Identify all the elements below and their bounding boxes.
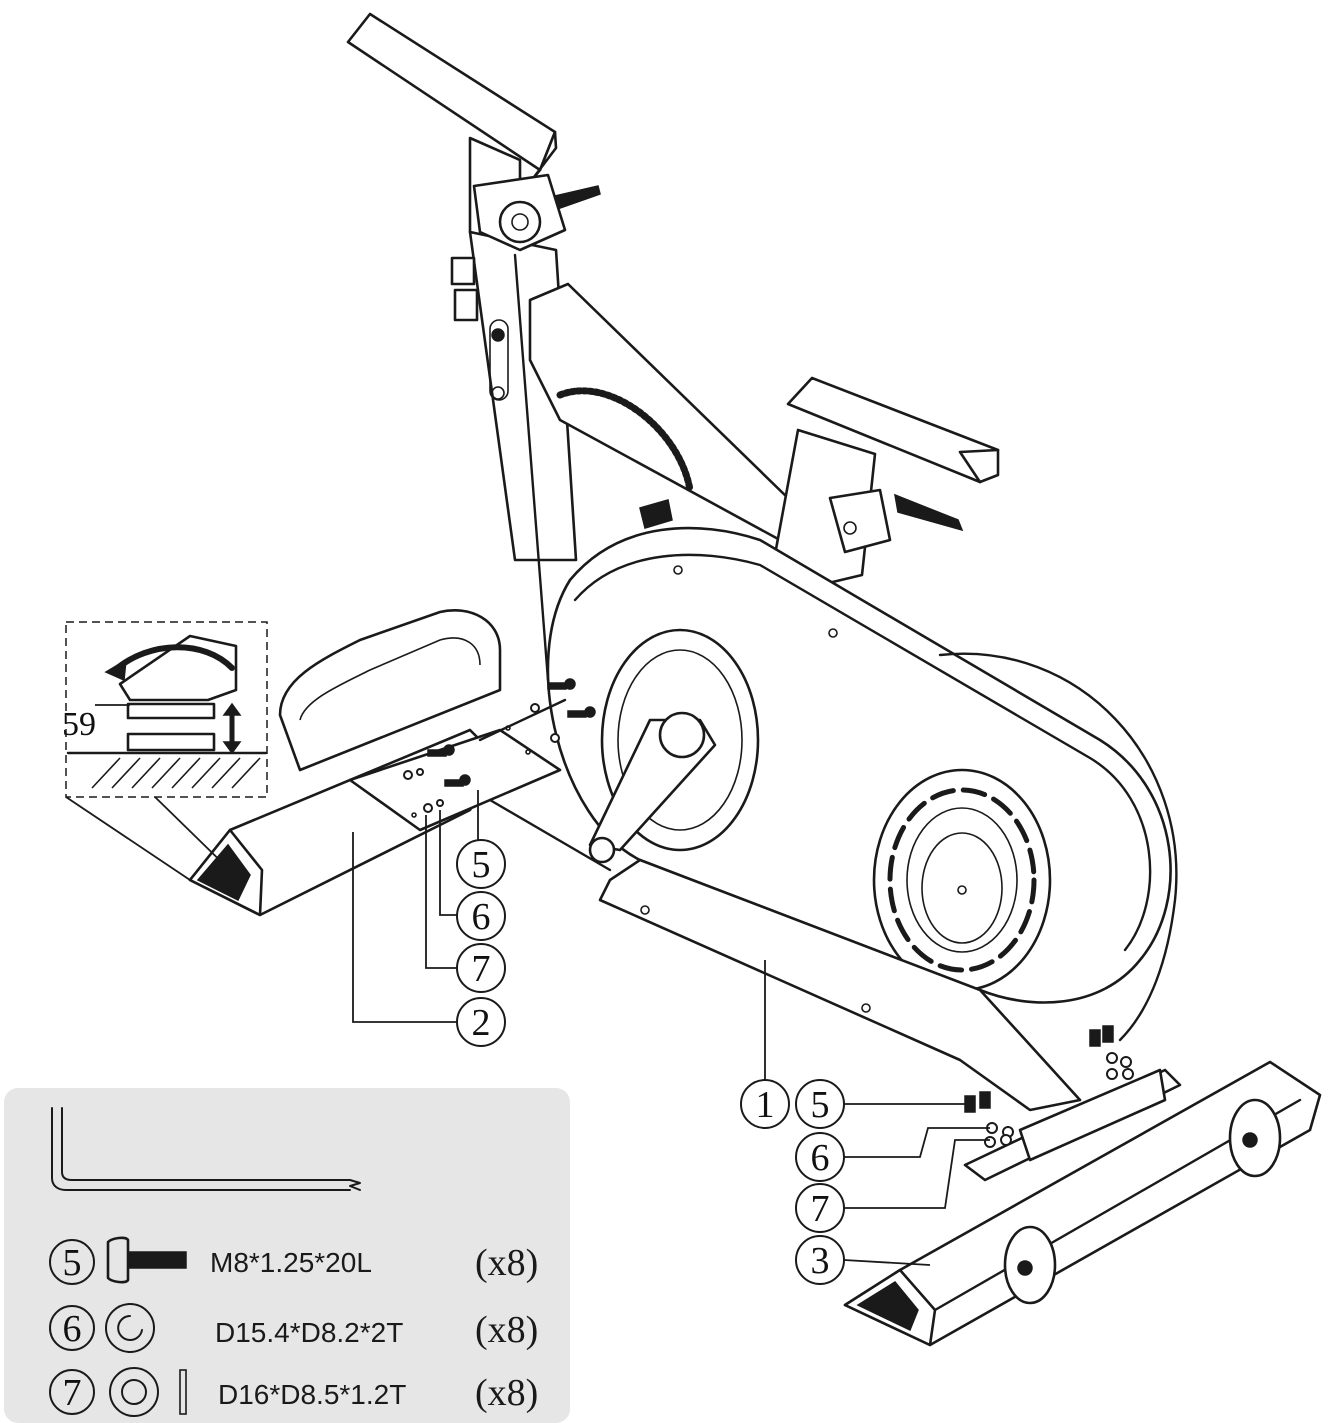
callout-rear-stabilizer: 2 <box>472 1002 491 1044</box>
bolt-icon <box>106 1236 187 1284</box>
hardware-panel: 5 M8*1.25*20L (x8) 6 D15.4*D8.2*2T (x8) … <box>4 1088 570 1423</box>
callouts-front: 1 5 6 7 3 <box>740 960 990 1285</box>
rear-fasteners <box>403 678 596 818</box>
callout-flat-washer-front: 7 <box>811 1188 830 1230</box>
handlebar-assembly <box>346 12 601 682</box>
callout-frame: 1 <box>756 1084 775 1126</box>
main-frame <box>546 526 1178 1112</box>
ground-hatching <box>91 757 261 789</box>
hardware-6-num: 6 <box>63 1308 82 1350</box>
hardware-5-qty: (x8) <box>475 1242 538 1284</box>
hardware-7-num: 7 <box>63 1372 82 1414</box>
flat-washer-icon <box>109 1367 187 1417</box>
callout-bolt-rear: 5 <box>472 844 491 886</box>
hardware-7-spec: D16*D8.5*1.2T <box>218 1379 406 1410</box>
callout-spring-washer-front: 6 <box>811 1137 830 1179</box>
seat-assembly <box>772 376 1000 587</box>
spring-washer-icon <box>105 1303 155 1353</box>
front-stabilizer <box>843 1060 1322 1347</box>
leveler-inset: 59 <box>62 621 268 881</box>
callout-front-stabilizer: 3 <box>811 1240 830 1282</box>
callout-flat-washer-rear: 7 <box>472 948 491 990</box>
callout-spring-washer-rear: 6 <box>472 896 491 938</box>
hardware-5-num: 5 <box>63 1242 82 1284</box>
callout-leveler: 59 <box>62 706 96 743</box>
allen-key-icon <box>51 1107 361 1191</box>
callout-bolt-front: 5 <box>811 1084 830 1126</box>
hardware-6-qty: (x8) <box>475 1309 538 1351</box>
hardware-7-qty: (x8) <box>475 1372 538 1414</box>
hardware-6-spec: D15.4*D8.2*2T <box>215 1317 403 1348</box>
hardware-5-spec: M8*1.25*20L <box>210 1247 372 1278</box>
callouts-rear: 5 6 7 2 <box>352 790 506 1047</box>
